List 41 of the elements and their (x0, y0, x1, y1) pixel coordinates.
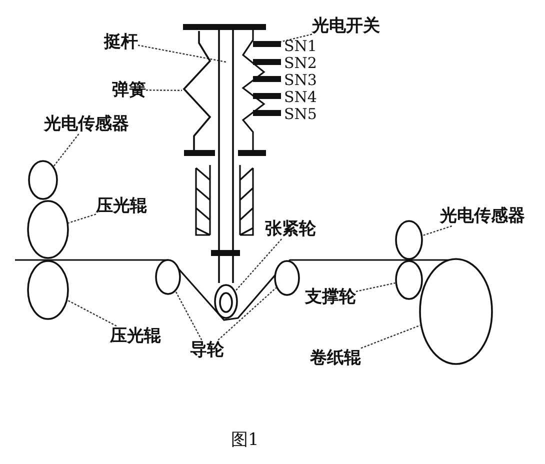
part-label: 压光辊 (96, 196, 147, 216)
roller (274, 260, 300, 296)
part-label: 压光辊 (110, 326, 161, 346)
part-label: 挺杆 (104, 32, 138, 52)
switch-label: SN1 (284, 38, 317, 55)
rod (217, 30, 235, 283)
switch-label: SN2 (284, 55, 317, 72)
part-label: 光电开关 (312, 16, 380, 36)
leader-line (53, 134, 80, 166)
leader-line (146, 90, 182, 91)
roller (419, 258, 493, 365)
roller (395, 260, 423, 300)
tension-wheel (214, 284, 238, 319)
leader-line (68, 214, 96, 224)
switch-label: SN3 (284, 72, 317, 89)
leader-line (67, 300, 117, 327)
part-label: 支撑轮 (305, 287, 356, 307)
leader-line (422, 225, 452, 236)
leader-line (280, 34, 312, 43)
leader-line (138, 44, 226, 63)
part-label: 弹簧 (112, 80, 146, 100)
part-label: 光电传感器 (440, 206, 525, 226)
part-label: 张紧轮 (265, 219, 316, 239)
part-label: 卷纸辊 (310, 348, 361, 368)
part-label: 光电传感器 (44, 114, 129, 134)
leader-line (235, 238, 282, 292)
leader-line (360, 324, 420, 349)
roller (155, 259, 181, 295)
spring (182, 31, 212, 150)
roller (28, 160, 58, 200)
switch-label: SN5 (284, 106, 317, 123)
roller (395, 220, 423, 260)
part-label: 导轮 (190, 340, 224, 360)
figure-caption: 图1 (231, 430, 259, 450)
leader-line (175, 291, 202, 340)
leader-line (356, 282, 396, 292)
leader-line (218, 287, 276, 340)
roller (27, 260, 69, 320)
switch-bar (253, 41, 281, 47)
switch-label: SN4 (284, 89, 317, 106)
roller (27, 200, 69, 259)
